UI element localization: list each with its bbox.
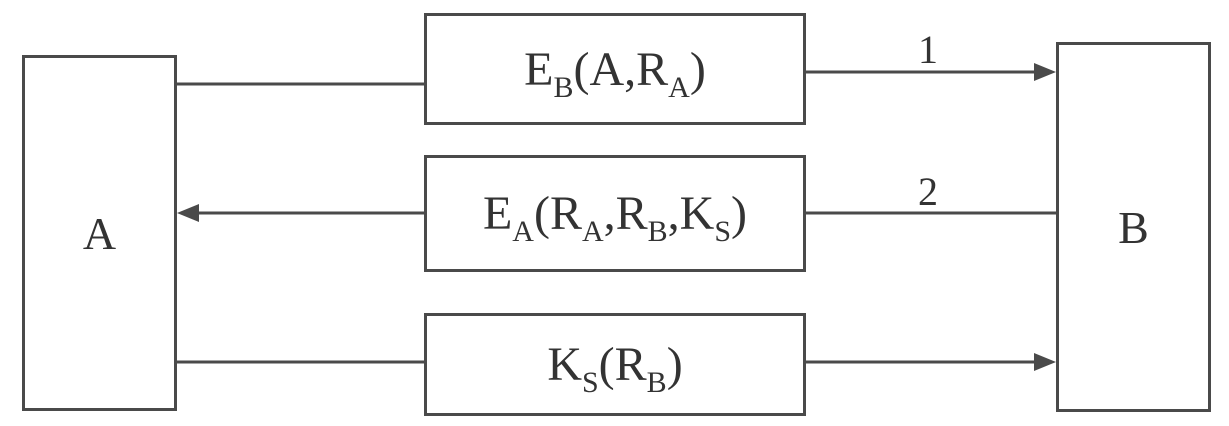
message-1-arg-1: A <box>589 42 625 96</box>
message-1-sep-1: , <box>624 42 637 96</box>
message-3-box: KS(RB) <box>424 313 806 416</box>
message-3-formula: KS(RB) <box>547 337 683 398</box>
message-2-func: E <box>482 187 513 240</box>
message-3-arg-1-sub: B <box>646 366 667 399</box>
message-1-func: E <box>524 42 554 96</box>
message-1-arg-2-sub: A <box>668 70 690 104</box>
message-3-func: K <box>547 338 582 391</box>
message-2-open-paren: ( <box>533 187 550 240</box>
message-1-arg-2: R <box>636 42 669 96</box>
message-2-arg-2-sub: B <box>647 215 668 248</box>
message-2-arg-3-sub: S <box>714 215 732 248</box>
message-1-arrowhead <box>1034 63 1056 81</box>
message-3-func-sub: S <box>581 366 599 399</box>
message-2-arg-3: K <box>679 187 715 240</box>
message-1-close-paren: ) <box>689 42 706 96</box>
party-a-box: A <box>22 55 177 411</box>
message-2-step-label: 2 <box>918 169 938 214</box>
message-2-sep-2: , <box>667 187 680 240</box>
message-2-box: EA(RA,RB,KS) <box>424 155 806 272</box>
message-1-formula: EB(A,RA) <box>524 42 706 103</box>
message-3-close-paren: ) <box>666 338 683 391</box>
message-2-arrowhead <box>177 204 199 222</box>
message-2-func-sub: A <box>512 215 534 248</box>
message-2-sep-1: , <box>603 187 616 240</box>
message-2-formula: EA(RA,RB,KS) <box>482 186 748 247</box>
message-2-arg-1: R <box>549 187 582 240</box>
message-1-func-sub: B <box>553 70 574 104</box>
message-2-arg-1-sub: A <box>581 215 604 248</box>
message-3-arg-1: R <box>614 338 647 391</box>
message-1-open-paren: ( <box>573 42 590 96</box>
message-3-arrowhead <box>1034 353 1056 371</box>
message-2-close-paren: ) <box>731 187 748 240</box>
party-b-box: B <box>1056 42 1211 412</box>
party-b-label: B <box>1118 201 1149 253</box>
message-1-step-label: 1 <box>918 27 938 72</box>
message-1-box: EB(A,RA) <box>424 13 806 125</box>
message-2-arg-2: R <box>615 187 648 240</box>
message-3-open-paren: ( <box>598 338 615 391</box>
party-a-label: A <box>82 207 117 259</box>
